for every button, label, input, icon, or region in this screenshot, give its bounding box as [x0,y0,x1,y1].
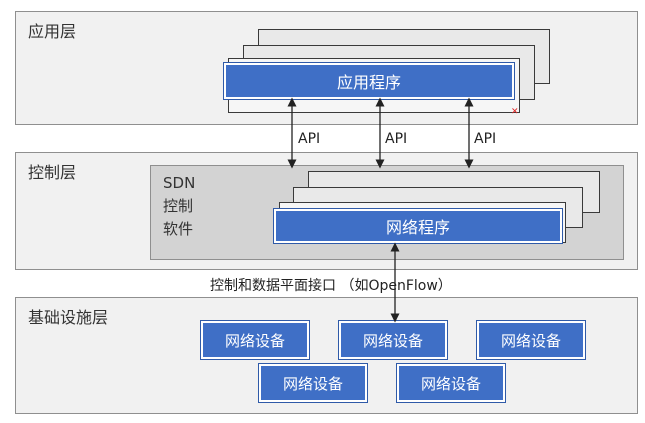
application-program-label: 应用程序 [336,73,401,92]
api-label-3: API [474,131,497,147]
network-device-label: 网络设备 [420,374,481,393]
network-device-label: 网络设备 [224,331,285,350]
api-label-1: API [298,131,321,147]
network-device-4: 网络设备 [258,363,368,403]
network-device-2: 网络设备 [338,320,448,360]
red-mark: ✕ [511,107,519,117]
infrastructure-layer-title: 基础设施层 [28,308,109,327]
api-label-2: API [385,131,408,147]
sdn-software-label: SDN 控制 软件 [163,172,195,241]
network-device-label: 网络设备 [362,331,423,350]
network-device-5: 网络设备 [396,363,506,403]
application-layer-title: 应用层 [28,22,77,41]
network-device-1: 网络设备 [200,320,310,360]
network-device-label: 网络设备 [282,374,343,393]
network-program-box: 网络程序 [273,208,563,244]
control-layer-title: 控制层 [28,163,77,182]
network-device-3: 网络设备 [476,320,586,360]
network-device-label: 网络设备 [500,331,561,350]
sdn-label-line-2: 控制 [163,197,194,215]
sdn-label-line-1: SDN [163,174,196,192]
network-program-label: 网络程序 [385,218,450,237]
application-program-box: 应用程序 [223,62,515,100]
sdn-label-line-3: 软件 [163,220,194,238]
